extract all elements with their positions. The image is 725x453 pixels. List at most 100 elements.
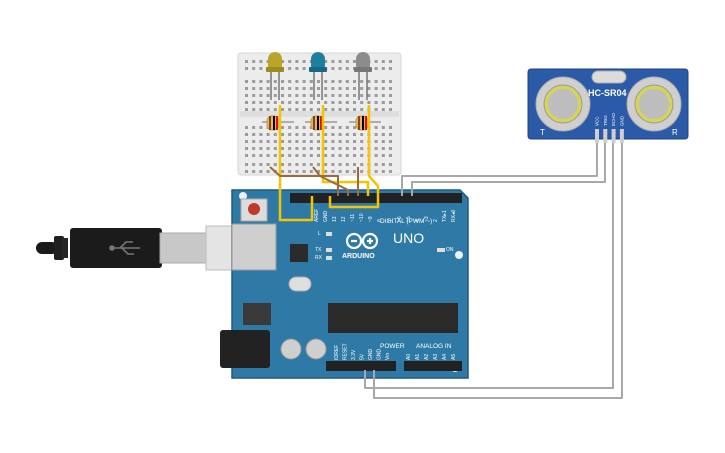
breadboard-hole[interactable] [374,108,378,111]
breadboard-hole[interactable] [338,140,342,143]
breadboard-hole[interactable] [381,133,385,136]
breadboard-hole[interactable] [338,126,342,129]
breadboard-hole[interactable] [317,87,320,90]
breadboard-hole[interactable] [381,126,385,129]
breadboard-hole[interactable] [259,147,263,150]
breadboard-hole[interactable] [367,101,371,104]
breadboard-hole[interactable] [345,60,349,63]
breadboard-hole[interactable] [245,108,248,111]
breadboard-hole[interactable] [367,94,371,97]
breadboard-hole[interactable] [338,101,342,104]
breadboard-hole[interactable] [288,163,292,166]
breadboard-hole[interactable] [360,140,364,143]
breadboard-hole[interactable] [374,133,378,136]
breadboard-hole[interactable] [353,163,356,166]
breadboard-hole[interactable] [331,163,335,166]
breadboard-hole[interactable] [281,133,284,136]
resistor-2[interactable] [305,115,337,131]
breadboard-hole[interactable] [295,140,299,143]
breadboard-hole[interactable] [381,67,385,70]
breadboard-hole[interactable] [360,80,364,83]
breadboard-hole[interactable] [245,87,248,90]
breadboard-hole[interactable] [324,154,328,157]
breadboard-hole[interactable] [266,140,270,143]
breadboard-hole[interactable] [252,80,256,83]
breadboard-hole[interactable] [331,87,335,90]
breadboard-hole[interactable] [252,170,256,173]
breadboard-hole[interactable] [281,101,284,104]
breadboard-hole[interactable] [353,154,356,157]
breadboard-hole[interactable] [345,101,349,104]
breadboard-hole[interactable] [338,80,342,83]
breadboard-hole[interactable] [309,163,313,166]
breadboard-hole[interactable] [374,163,378,166]
breadboard-hole[interactable] [324,163,328,166]
breadboard-hole[interactable] [266,163,270,166]
breadboard-hole[interactable] [295,147,299,150]
breadboard-hole[interactable] [245,101,248,104]
breadboard-hole[interactable] [281,94,284,97]
breadboard-hole[interactable] [381,163,385,166]
breadboard-hole[interactable] [295,133,299,136]
breadboard-hole[interactable] [331,108,335,111]
breadboard-hole[interactable] [252,108,256,111]
breadboard-hole[interactable] [288,126,292,129]
breadboard-hole[interactable] [281,147,284,150]
breadboard-hole[interactable] [389,147,392,150]
sensor-pin[interactable] [603,129,608,143]
breadboard-hole[interactable] [259,170,263,173]
breadboard-hole[interactable] [266,80,270,83]
breadboard-hole[interactable] [345,126,349,129]
breadboard-hole[interactable] [331,140,335,143]
breadboard-hole[interactable] [295,154,299,157]
breadboard-hole[interactable] [245,80,248,83]
breadboard-hole[interactable] [338,94,342,97]
breadboard-hole[interactable] [273,163,277,166]
breadboard-hole[interactable] [252,140,256,143]
breadboard-hole[interactable] [302,126,306,129]
breadboard-hole[interactable] [252,87,256,90]
breadboard-hole[interactable] [374,154,378,157]
breadboard-hole[interactable] [345,147,349,150]
power-header[interactable] [326,361,396,371]
breadboard-hole[interactable] [302,170,306,173]
breadboard-hole[interactable] [324,108,328,111]
breadboard-hole[interactable] [281,140,284,143]
breadboard-hole[interactable] [324,80,328,83]
breadboard-hole[interactable] [252,94,256,97]
breadboard-hole[interactable] [273,80,277,83]
breadboard-hole[interactable] [367,87,371,90]
breadboard-hole[interactable] [259,154,263,157]
breadboard-hole[interactable] [389,94,392,97]
sensor-pin[interactable] [595,129,599,143]
breadboard-hole[interactable] [295,60,299,63]
breadboard-hole[interactable] [374,126,378,129]
breadboard-hole[interactable] [360,170,364,173]
led-blue[interactable] [309,52,327,100]
breadboard-hole[interactable] [324,126,328,129]
breadboard-hole[interactable] [245,94,248,97]
reset-button[interactable] [240,198,268,222]
breadboard-hole[interactable] [281,154,284,157]
breadboard-hole[interactable] [324,147,328,150]
breadboard-hole[interactable] [302,60,306,63]
breadboard-hole[interactable] [288,140,292,143]
breadboard-hole[interactable] [309,87,313,90]
breadboard-hole[interactable] [288,170,292,173]
breadboard-hole[interactable] [273,87,277,90]
breadboard-hole[interactable] [309,170,313,173]
breadboard-hole[interactable] [245,163,248,166]
breadboard-hole[interactable] [252,133,256,136]
breadboard-hole[interactable] [389,87,392,90]
breadboard-hole[interactable] [374,94,378,97]
breadboard-hole[interactable] [295,67,299,70]
breadboard-hole[interactable] [266,87,270,90]
breadboard-hole[interactable] [259,101,263,104]
breadboard-hole[interactable] [338,67,342,70]
breadboard-hole[interactable] [259,80,263,83]
breadboard-hole[interactable] [302,80,306,83]
breadboard-hole[interactable] [345,80,349,83]
breadboard-hole[interactable] [259,108,263,111]
